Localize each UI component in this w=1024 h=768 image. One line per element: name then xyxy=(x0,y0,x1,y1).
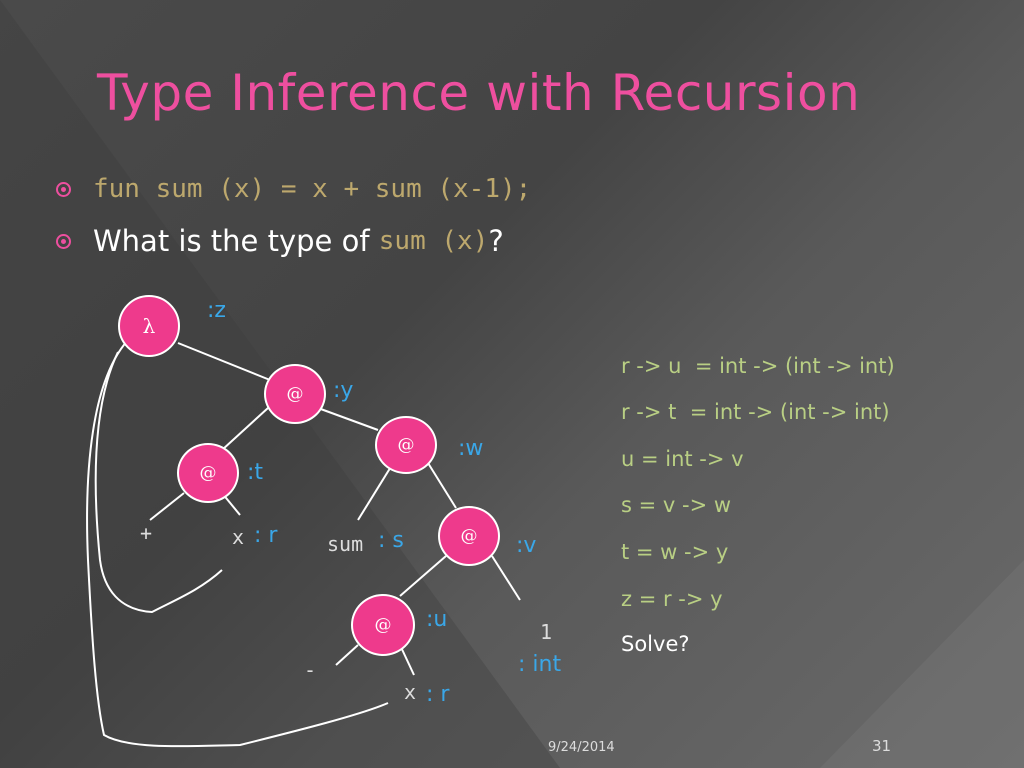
type-label-w: :w xyxy=(458,436,484,461)
edge-app4-app5 xyxy=(399,555,447,597)
edge-app4-one xyxy=(491,555,521,601)
question-code: sum (x) xyxy=(378,226,489,256)
leaf-x: x xyxy=(232,525,245,549)
bullet-marker-icon xyxy=(56,233,71,249)
type-label-x-r: : r xyxy=(254,523,278,548)
type-label-t: :t xyxy=(247,460,264,485)
code-line: fun sum (x) = x + sum (x-1); xyxy=(93,174,532,204)
edge-app1-app2 xyxy=(317,407,379,431)
application-node: @ xyxy=(375,416,437,474)
type-label-y: :y xyxy=(333,378,354,403)
bullet-code: fun sum (x) = x + sum (x-1); xyxy=(56,174,531,204)
equation-line: s = v -> w xyxy=(621,493,732,517)
equation-line: z = r -> y xyxy=(621,587,723,611)
bullet-marker-icon xyxy=(56,181,71,197)
question-mark: ? xyxy=(488,224,504,258)
type-label-sum-s: : s xyxy=(378,528,404,553)
equation-line: t = w -> y xyxy=(621,540,729,564)
edge-app2-app4 xyxy=(427,462,457,509)
application-node: @ xyxy=(351,594,415,656)
recursion-arc-inner xyxy=(94,351,223,614)
type-label-int: : int xyxy=(518,652,562,677)
type-label-z: :z xyxy=(207,298,226,323)
edge-app5-minus xyxy=(335,644,359,666)
lambda-node: λ xyxy=(118,295,180,357)
application-node: @ xyxy=(438,506,500,566)
footer-date: 9/24/2014 xyxy=(548,740,615,755)
type-label-x-r-bottom: : r xyxy=(426,682,450,707)
recursion-arc-outer xyxy=(86,339,389,748)
edge-app1-app3 xyxy=(221,407,269,451)
question-text: What is the type of xyxy=(93,224,379,258)
equation-line: u = int -> v xyxy=(621,447,744,471)
page-number: 31 xyxy=(872,737,892,755)
bullet-question: What is the type of sum (x) ? xyxy=(56,224,504,258)
edge-lambda-app1 xyxy=(177,342,271,381)
equation-line: r -> u = int -> (int -> int) xyxy=(621,354,895,378)
equation-line: r -> t = int -> (int -> int) xyxy=(621,400,890,424)
edge-app3-plus xyxy=(149,492,185,521)
type-label-u: :u xyxy=(426,607,448,632)
edge-app2-sum xyxy=(357,464,393,521)
leaf-sum: sum xyxy=(327,532,364,556)
type-label-v: :v xyxy=(516,533,537,558)
leaf-x-bottom: x xyxy=(404,680,417,704)
leaf-plus: + xyxy=(140,521,153,545)
leaf-minus: - xyxy=(304,658,317,682)
leaf-one: 1 xyxy=(540,620,553,644)
application-node: @ xyxy=(264,364,326,424)
solve-prompt: Solve? xyxy=(621,632,690,656)
edge-app5-x xyxy=(399,644,415,676)
slide-title: Type Inference with Recursion xyxy=(97,64,861,122)
application-node: @ xyxy=(177,443,239,503)
